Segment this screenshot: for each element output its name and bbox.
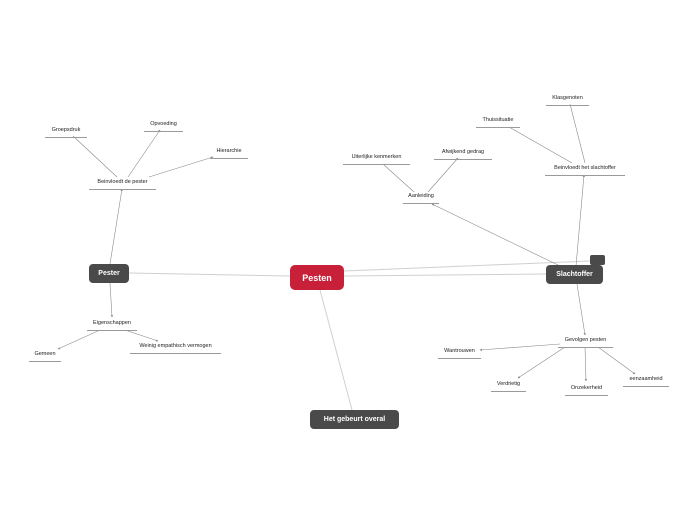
subtopic-verdrietig[interactable]: Verdrietig <box>491 381 526 392</box>
edge-slachtoffer-beinvloedt <box>575 174 586 267</box>
main-topic-het-gebeurt-overal[interactable]: Het gebeurt overal <box>310 410 399 429</box>
subtopic-weinig-empathisch-vermogen[interactable]: Weinig empathisch vermogen <box>130 343 221 354</box>
subtopic-eenzaamheid[interactable]: eenzaamheid <box>623 376 669 387</box>
subtopic-opvoeding[interactable]: Opvoeding <box>144 121 183 132</box>
edge-gevolgen-wantrouwen <box>479 343 561 352</box>
edge-beinvloedt-opvoeding <box>127 129 161 178</box>
subtopic-uiterlijke-kenmerken[interactable]: Uiterlijke kenmerken <box>343 154 410 165</box>
subtopic-afwijkend-gedrag[interactable]: Afwijkend gedrag <box>434 149 492 160</box>
edge-slachtoffer-gevolgen <box>576 283 586 336</box>
main-topic-slachtoffer[interactable]: Slachtoffer <box>546 265 603 284</box>
edge-aanleiding-afwijkend <box>427 157 459 193</box>
edge-eigenschappen-gemeen <box>57 329 101 350</box>
edge-eigenschappen-weinig <box>124 329 159 342</box>
edge-gevolgen-onzekerheid <box>584 346 588 382</box>
edge-pesten-pester <box>128 272 291 277</box>
edge-aanleiding-uiterlijk <box>382 163 415 193</box>
subtopic-klasgenoten[interactable]: Klasgenoten <box>546 95 589 106</box>
subtopic-beinvloedt-de-pester[interactable]: Beinvloedt de pester <box>89 179 156 190</box>
edge-slachtoffer-aanleiding <box>431 203 561 267</box>
main-topic-pester[interactable]: Pester <box>89 264 129 283</box>
subtopic-hierarchie[interactable]: Hierarchie <box>210 148 248 159</box>
edge-beinvloedt-hierarchie <box>148 156 214 178</box>
subtopic-thuissituatie[interactable]: Thuissituatie <box>476 117 520 128</box>
edge-gevolgen-verdrietig <box>517 346 566 379</box>
subtopic-wantrouwen[interactable]: Wantrouwen <box>438 348 481 359</box>
edge-pesten-overal <box>319 289 353 411</box>
subtopic-beinvloedt-het-slachtoffer[interactable]: Beinvloedt het slachtoffer <box>545 165 625 176</box>
edge-pester-beinvloedt <box>109 188 123 265</box>
edge-beinvloedt-thuissituatie <box>508 126 573 164</box>
collapsed-node-marker[interactable] <box>590 255 605 265</box>
subtopic-onzekerheid[interactable]: Onzekerheid <box>565 385 608 396</box>
edge-pesten-tab <box>343 260 591 272</box>
edge-beinvloedt-klasgenoten <box>569 103 586 164</box>
edge-beinvloedt-groepsdruk <box>72 135 118 178</box>
subtopic-gevolgen-pesten[interactable]: Gevolgen pesten <box>558 337 613 348</box>
subtopic-eigenschappen[interactable]: Eigenschappen <box>87 320 137 331</box>
edge-gevolgen-eenzaamheid <box>597 346 636 375</box>
subtopic-gemeen[interactable]: Gemeen <box>29 351 61 362</box>
subtopic-groepsdruk[interactable]: Groepsdruk <box>45 127 87 138</box>
edge-pesten-slachtoffer <box>343 273 547 277</box>
central-topic-pesten[interactable]: Pesten <box>290 265 344 290</box>
subtopic-aanleiding[interactable]: Aanleiding <box>403 193 439 204</box>
edge-pester-eigenschappen <box>109 282 114 318</box>
